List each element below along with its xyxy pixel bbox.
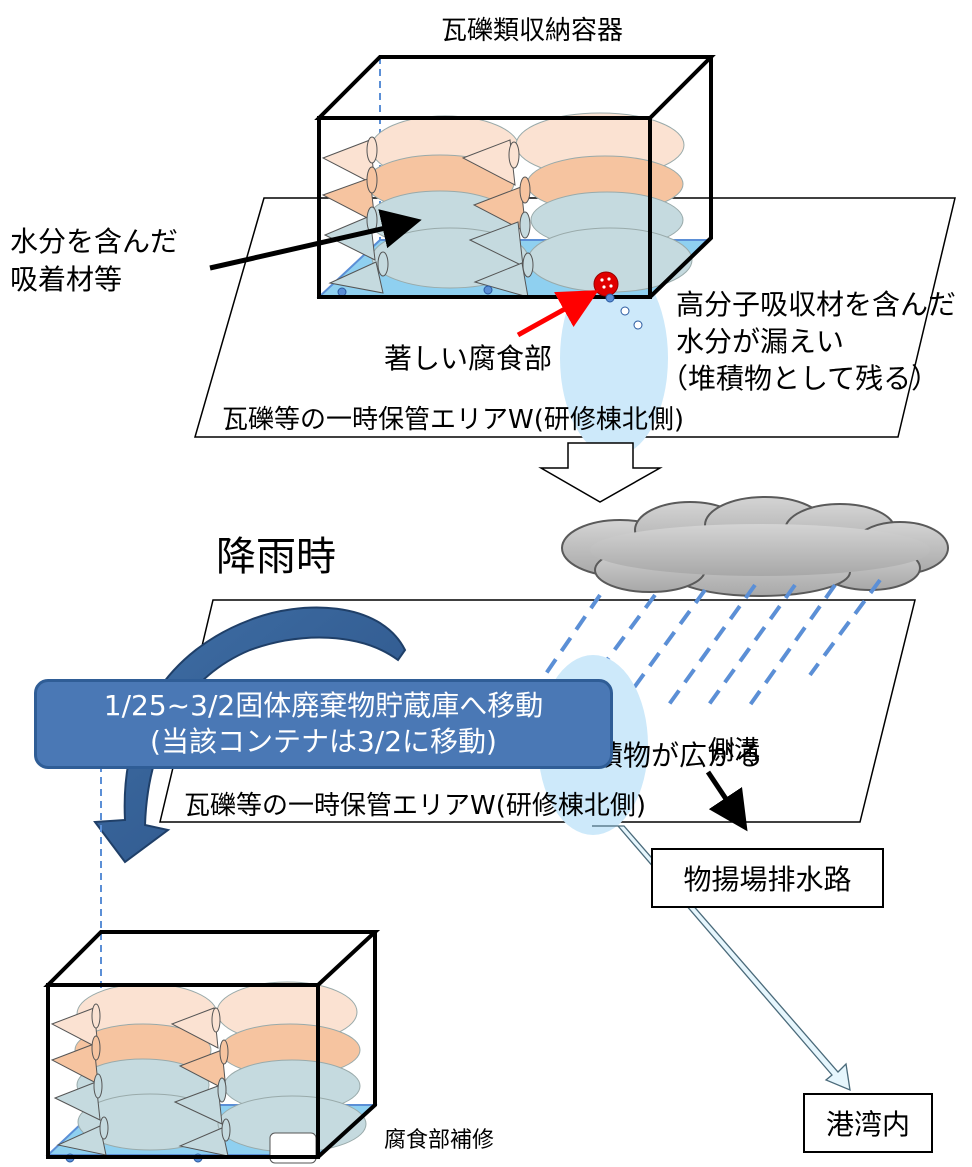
drain-label: 物揚場排水路	[683, 863, 852, 896]
corrosion-pointer-arrow	[516, 290, 599, 338]
leak-label-line2: 水分が漏えい	[676, 325, 845, 358]
relocation-line2: (当該コンテナは3/2に移動)	[150, 725, 497, 758]
ditch-label: 側溝	[708, 736, 761, 766]
relocation-banner: 1/25~3/2固体廃棄物貯蔵庫へ移動 (当該コンテナは3/2に移動)	[34, 679, 613, 769]
leak-label-line3: （堆積物として残る）	[660, 362, 940, 395]
absorbent-pointer-arrow	[209, 209, 422, 271]
area-label-top: 瓦礫等の一時保管エリアW(研修棟北側)	[222, 405, 684, 435]
harbor-label: 港湾内	[825, 1108, 910, 1141]
corrosion-spot	[593, 271, 619, 297]
rubble-container-top	[314, 55, 716, 330]
container-title: 瓦礫類収納容器	[441, 16, 624, 46]
harbor-box: 港湾内	[803, 1093, 933, 1153]
transition-arrow	[538, 442, 663, 503]
drain-box: 物揚場排水路	[651, 848, 884, 908]
corrosion-label: 著しい腐食部	[384, 342, 553, 375]
repair-label: 腐食部補修	[384, 1128, 495, 1153]
side-ditch-channel	[592, 825, 851, 1092]
absorbent-label-line2: 吸着材等	[10, 263, 123, 296]
rain-title: 降雨時	[216, 534, 336, 580]
area-label-bottom: 瓦礫等の一時保管エリアW(研修棟北側)	[184, 791, 646, 821]
rubble-container-bottom	[43, 717, 381, 1164]
rain-streaks	[543, 578, 882, 712]
leak-label-line1: 高分子吸収材を含んだ	[676, 288, 957, 321]
absorbent-label-line1: 水分を含んだ	[10, 225, 179, 258]
ditch-flow-arrow	[705, 770, 748, 832]
relocation-line1: 1/25~3/2固体廃棄物貯蔵庫へ移動	[103, 689, 544, 722]
